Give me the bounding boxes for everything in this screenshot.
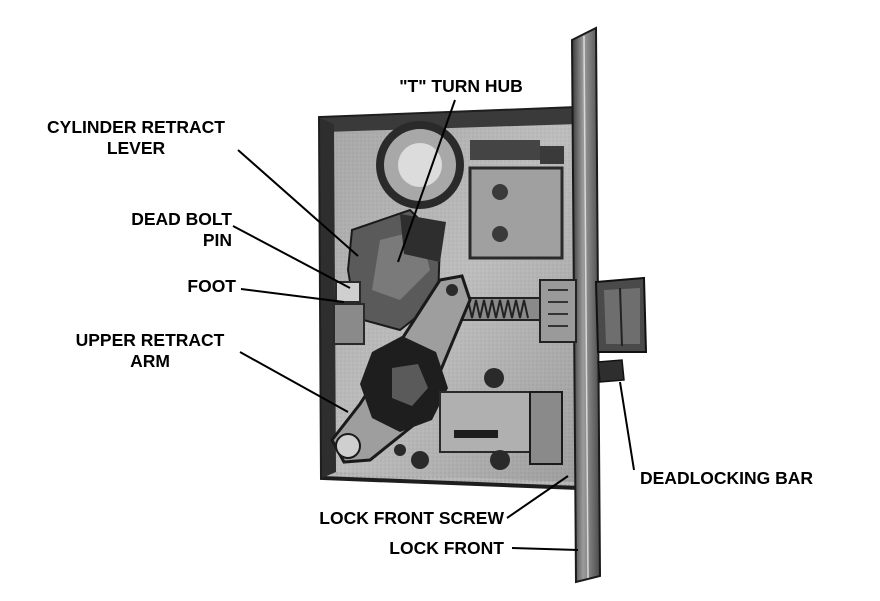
leader-deadlocking-bar	[619, 381, 635, 471]
lock-front-plate	[570, 26, 602, 584]
label-deadlocking-bar: DEADLOCKING BAR	[640, 468, 814, 488]
foot-part	[333, 281, 365, 345]
leader-cylinder-retract-lever	[237, 149, 359, 257]
leader-dead-bolt-pin	[232, 225, 351, 289]
cylinder-hole	[376, 121, 464, 209]
lower-plate	[394, 368, 563, 470]
spring-assembly	[459, 279, 577, 343]
label-dead-bolt-pin-line2: PIN	[202, 230, 232, 250]
label-lock-front: LOCK FRONT	[389, 538, 504, 558]
label-upper-retract-arm-line2: ARM	[130, 351, 170, 371]
label-cylinder-retract-lever-line2: LEVER	[106, 138, 166, 158]
leader-upper-retract-arm	[239, 351, 349, 413]
label-foot: FOOT	[187, 276, 236, 296]
label-dead-bolt-pin: DEAD BOLT PIN	[100, 209, 232, 251]
leader-lock-front-screw	[506, 475, 569, 519]
label-cylinder-retract-lever-line1: CYLINDER RETRACT	[47, 117, 225, 137]
label-upper-retract-arm-line1: UPPER RETRACT	[75, 330, 225, 350]
leader-foot	[240, 288, 345, 303]
label-cylinder-retract-lever: CYLINDER RETRACT LEVER	[0, 117, 272, 159]
lower-hub	[360, 336, 448, 432]
label-t-turn-hub: "T" TURN HUB	[399, 76, 523, 96]
label-dead-bolt-pin-line1: DEAD BOLT	[131, 209, 232, 229]
label-upper-retract-arm: UPPER RETRACT ARM	[52, 330, 248, 372]
leader-t-turn-hub	[397, 99, 456, 263]
deadlocking-bar-part	[597, 359, 625, 383]
label-lock-front-screw: LOCK FRONT SCREW	[319, 508, 504, 528]
leader-lock-front	[511, 547, 579, 551]
latch-bolt	[594, 276, 648, 353]
leader-lines	[232, 99, 635, 551]
hub-housing	[468, 140, 564, 260]
